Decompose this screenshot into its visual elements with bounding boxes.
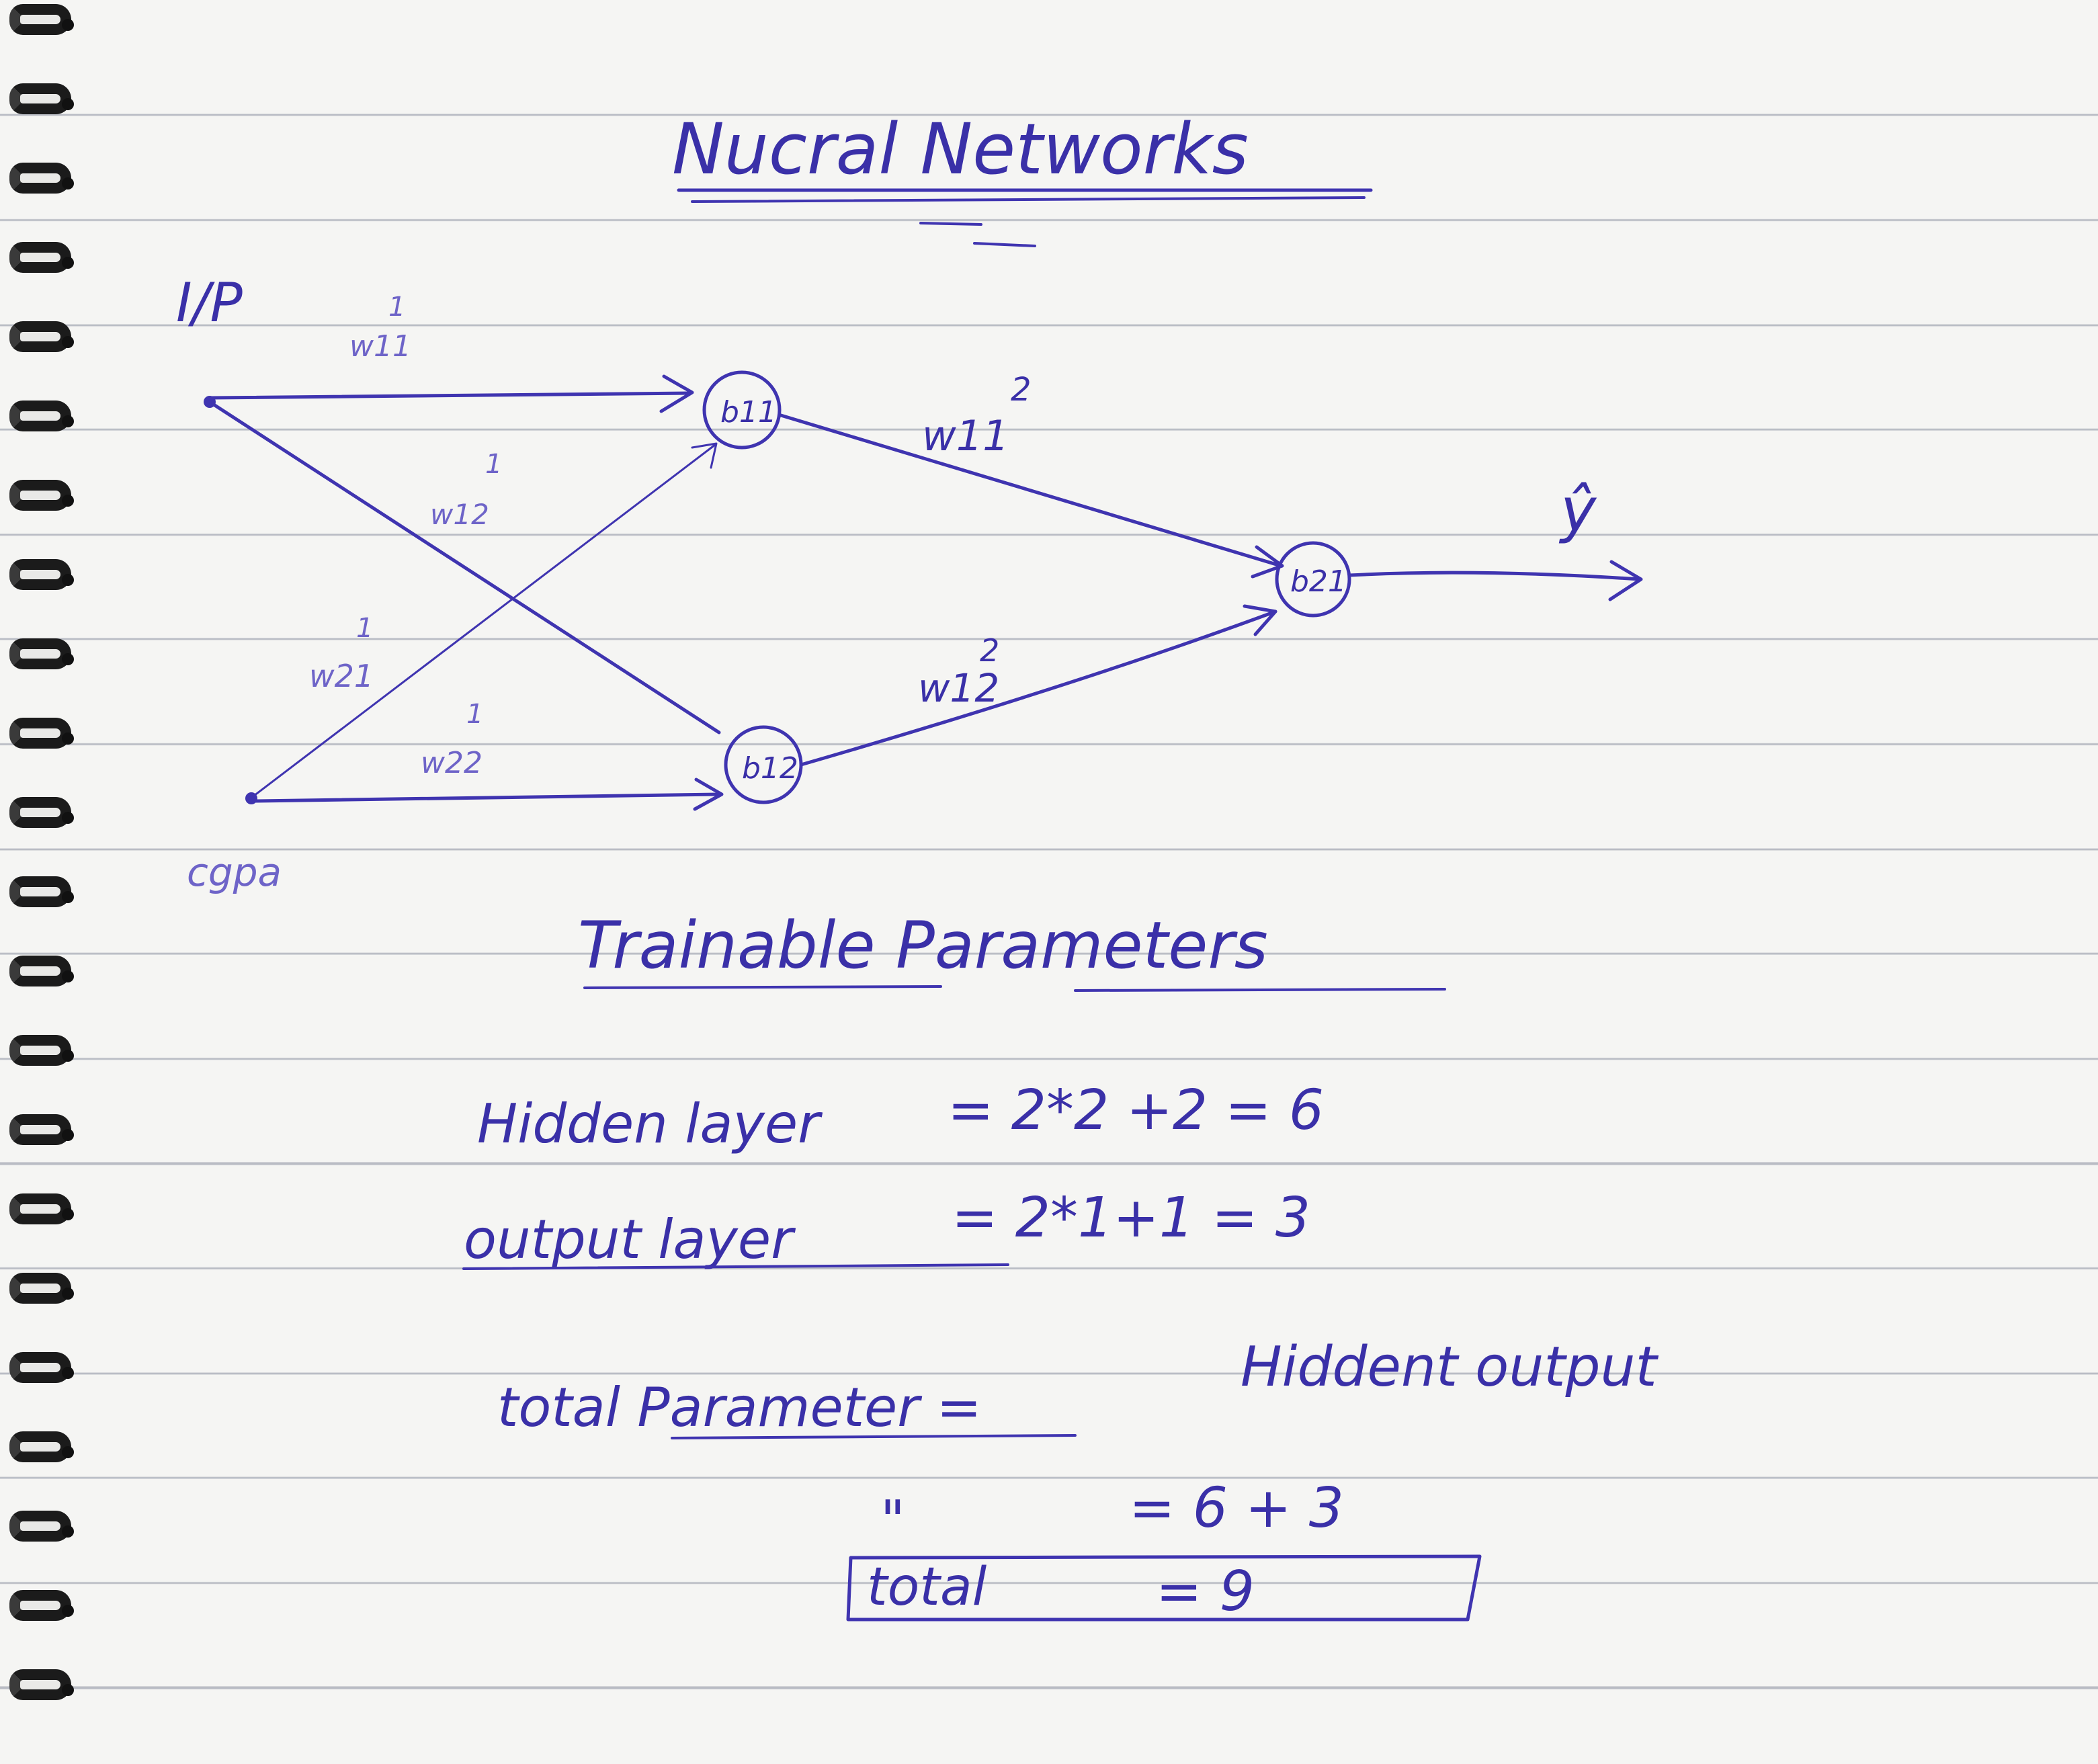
edge-b11-b21 <box>779 413 1283 568</box>
edge-x1-b12 <box>212 403 721 734</box>
node-b12-label: b12 <box>742 751 798 786</box>
edge-output <box>1347 571 1642 581</box>
spiral-ring <box>9 83 74 114</box>
ditto-mark: " <box>880 1489 905 1552</box>
input-sub-label: cgpa <box>187 849 282 895</box>
output-layer-expr: = 2*1+1 = 3 <box>952 1186 1310 1250</box>
node-b11-label: b11 <box>720 395 777 429</box>
spiral-ring <box>9 559 74 590</box>
weight-w2-12-sup: 2 <box>980 632 999 669</box>
spiral-ring <box>9 163 74 194</box>
weight-w1-12: w12 <box>430 498 489 531</box>
weight-w1-11: w11 <box>349 329 411 364</box>
edge-x2-b12 <box>253 792 722 803</box>
node-b11 <box>702 370 782 450</box>
section-title-underline <box>583 985 1446 992</box>
output-layer-underline <box>462 1263 1009 1270</box>
output-layer-label: output layer <box>464 1208 796 1271</box>
spiral-ring <box>9 718 74 749</box>
spiral-ring <box>9 4 74 35</box>
total-box <box>846 1554 1482 1622</box>
spiral-ring <box>9 1352 74 1383</box>
edge-x1-b11 <box>208 391 693 400</box>
title-underline-2 <box>691 196 1366 203</box>
section-title: Trainable Parameters <box>578 908 1268 983</box>
spiral-ring <box>9 876 74 907</box>
total-parameter-label: total Parameter = <box>497 1376 982 1439</box>
weight-w1-11-sup: 1 <box>388 292 405 323</box>
arrowhead-b11-b21 <box>1251 545 1284 579</box>
spiral-ring <box>9 638 74 669</box>
weight-w1-22-sup: 1 <box>466 699 483 730</box>
weight-w1-12-sup: 1 <box>485 449 502 480</box>
spiral-ring <box>9 1114 74 1145</box>
weight-w1-21: w21 <box>309 658 374 694</box>
spiral-ring <box>9 1273 74 1304</box>
spiral-ring <box>9 1193 74 1224</box>
spiral-ring <box>9 1669 74 1700</box>
node-b21-label: b21 <box>1290 564 1347 599</box>
edge-x2-b11 <box>253 444 716 797</box>
spiral-ring <box>9 242 74 273</box>
arrowhead-b12-b21 <box>1243 604 1277 636</box>
title-underline-marks <box>919 222 1036 247</box>
total-parameter-underline <box>671 1434 1077 1439</box>
arrowhead-output <box>1608 560 1643 601</box>
page-title: Nucral Networks <box>672 108 1249 190</box>
spiral-ring <box>9 401 74 431</box>
hidden-layer-label: Hidden layer <box>477 1093 823 1155</box>
spiral-ring <box>9 1035 74 1066</box>
weight-w1-21-sup: 1 <box>356 613 373 644</box>
weight-w2-11: w11 <box>922 411 1009 460</box>
total-box-label: total <box>867 1557 987 1618</box>
spiral-ring <box>9 480 74 511</box>
weight-w2-11-sup: 2 <box>1011 371 1032 409</box>
hidden-layer-expr: = 2*2 +2 = 6 <box>948 1079 1324 1142</box>
spiral-ring <box>9 1511 74 1542</box>
edge-b12-b21 <box>799 610 1277 767</box>
weight-w2-12: w12 <box>918 665 999 711</box>
output-label: ŷ <box>1558 475 1597 546</box>
spiral-ring <box>9 956 74 986</box>
spiral-ring <box>9 1431 74 1462</box>
total-box-value: = 9 <box>1156 1560 1255 1624</box>
spiral-ring <box>9 1590 74 1621</box>
node-b21 <box>1275 541 1351 618</box>
ditto-expr: = 6 + 3 <box>1129 1476 1344 1540</box>
weight-w1-22: w22 <box>421 746 482 780</box>
spiral-binding <box>0 0 94 1764</box>
spiral-ring <box>9 797 74 828</box>
spiral-ring <box>9 321 74 352</box>
arrowhead-x1-b11 <box>659 374 694 413</box>
arrowhead-x2-b12 <box>693 778 724 811</box>
arrowhead-x2-b11 <box>691 442 718 469</box>
total-terms: Hiddent output <box>1241 1335 1659 1399</box>
input-label: I/P <box>176 271 243 334</box>
